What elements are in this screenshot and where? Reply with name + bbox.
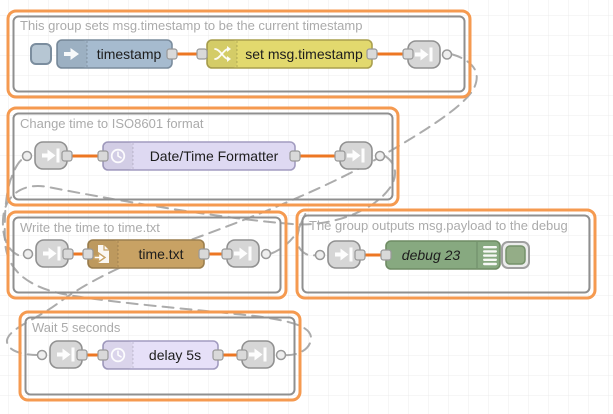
file-node[interactable]: time.txt — [82, 239, 210, 269]
link-wire-timestamp-to-wait[interactable] — [5, 53, 478, 356]
linkout-virtual-port[interactable] — [441, 49, 453, 60]
linkin-output-port[interactable] — [62, 248, 74, 260]
group-debug-output[interactable]: The group outputs msg.payload to the deb… — [295, 208, 597, 300]
group-title: Change time to ISO8601 format — [20, 116, 204, 131]
linkout-virtual-port[interactable] — [260, 248, 272, 260]
linkin-virtual-port[interactable] — [21, 150, 33, 162]
change-node-label: set msg.timestamp — [245, 46, 363, 62]
file-output-port[interactable] — [198, 248, 210, 260]
linkout-virtual-port[interactable] — [374, 150, 386, 162]
linkin-virtual-port[interactable] — [314, 249, 326, 261]
change-input-port[interactable] — [196, 48, 208, 60]
group-iso-format[interactable]: Change time to ISO8601 format Date/Time … — [6, 106, 400, 207]
debug-node[interactable]: debug 23 — [380, 240, 530, 270]
linkout-input-port[interactable] — [334, 150, 346, 162]
linkout-virtual-port[interactable] — [275, 349, 287, 361]
linkin-virtual-port[interactable] — [36, 349, 48, 361]
datetime-node-label: Date/Time Formatter — [150, 148, 279, 164]
linkout-input-port[interactable] — [236, 349, 248, 361]
group-write-file[interactable]: Write the time to time.txt time.txt — [6, 210, 288, 300]
change-node[interactable]: set msg.timestamp — [196, 39, 378, 69]
file-icon — [93, 245, 109, 264]
linkout-input-port[interactable] — [402, 48, 414, 60]
group-title: Wait 5 seconds — [32, 320, 121, 335]
delay-node-label: delay 5s — [149, 347, 201, 363]
group-set-timestamp[interactable]: This group sets msg.timestamp to be the … — [6, 9, 472, 99]
linkin-output-port[interactable] — [76, 349, 88, 361]
delay-input-port[interactable] — [97, 349, 109, 361]
debug-input-port[interactable] — [380, 249, 392, 261]
file-node-label: time.txt — [138, 246, 183, 262]
linkin-output-port[interactable] — [354, 249, 366, 261]
debug-toggle-button-fill[interactable] — [505, 245, 526, 265]
debug-sidebar-icon — [483, 246, 497, 266]
inject-node[interactable]: timestamp — [56, 39, 178, 69]
debug-node-label: debug 23 — [402, 247, 461, 263]
change-shuffle-icon — [214, 46, 231, 62]
datetime-formatter-node[interactable]: Date/Time Formatter — [97, 141, 301, 171]
delay-node[interactable]: delay 5s — [97, 340, 224, 370]
group-wait[interactable]: Wait 5 seconds delay 5s — [18, 310, 302, 402]
change-output-port[interactable] — [366, 48, 378, 60]
group-title: This group sets msg.timestamp to be the … — [20, 18, 362, 33]
group-title: The group outputs msg.payload to the deb… — [309, 218, 568, 233]
datetime-input-port[interactable] — [97, 150, 109, 162]
group-title: Write the time to time.txt — [20, 220, 160, 235]
inject-node-label: timestamp — [97, 46, 162, 62]
delay-output-port[interactable] — [212, 349, 224, 361]
inject-button[interactable] — [30, 43, 52, 65]
linkin-virtual-port[interactable] — [22, 248, 34, 260]
link-wire-format-to-write[interactable] — [1, 155, 397, 258]
datetime-output-port[interactable] — [289, 150, 301, 162]
linkin-output-port[interactable] — [61, 150, 73, 162]
linkout-input-port[interactable] — [221, 248, 233, 260]
inject-output-port[interactable] — [166, 48, 178, 60]
file-input-port[interactable] — [82, 248, 94, 260]
